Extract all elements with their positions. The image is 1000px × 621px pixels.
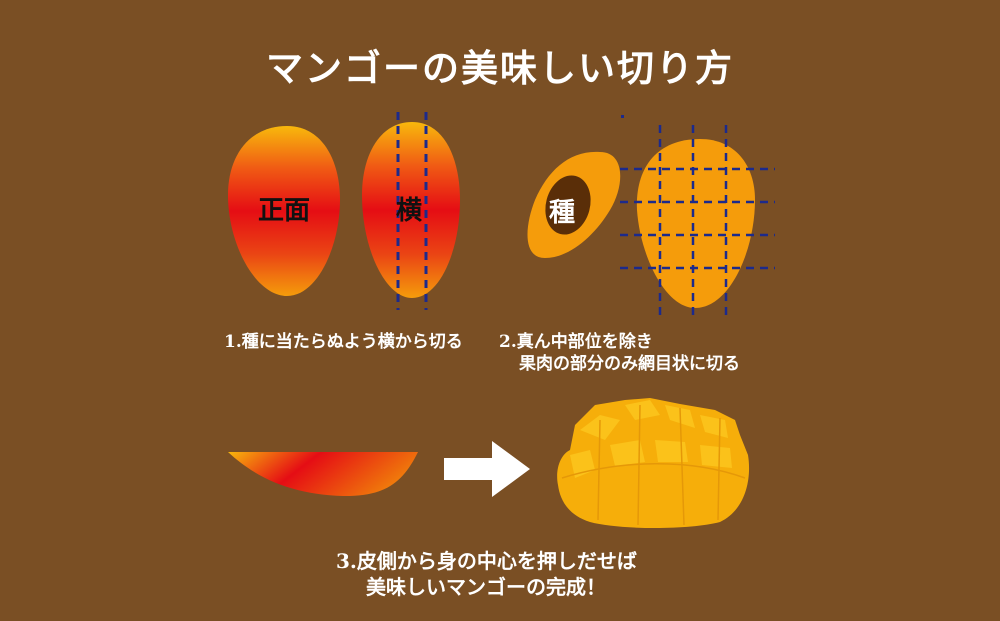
page-title: マンゴーの美味しい切り方 (266, 46, 734, 90)
mango-front-view (228, 126, 340, 296)
step2-caption-line1: 2.真ん中部位を除き (499, 332, 653, 352)
front-label: 正面 (258, 196, 311, 226)
mango-slice (228, 452, 418, 496)
mango-cubed (557, 398, 750, 528)
mango-seed-section (527, 151, 621, 258)
step3-caption-line2: 美味しいマンゴーの完成！ (366, 575, 606, 599)
step1-caption: 1.種に当たらぬよう横から切る (224, 332, 463, 352)
mango-side-view (362, 112, 460, 310)
step3-caption-line1: 3.皮側から身の中心を押しだせば (336, 549, 637, 573)
seed-label: 種 (549, 198, 576, 228)
mango-grid-cut (620, 115, 775, 318)
side-label: 横 (396, 196, 423, 226)
arrow-right-icon (444, 441, 530, 497)
step2-caption-line2: 果肉の部分のみ網目状に切る (519, 354, 740, 374)
